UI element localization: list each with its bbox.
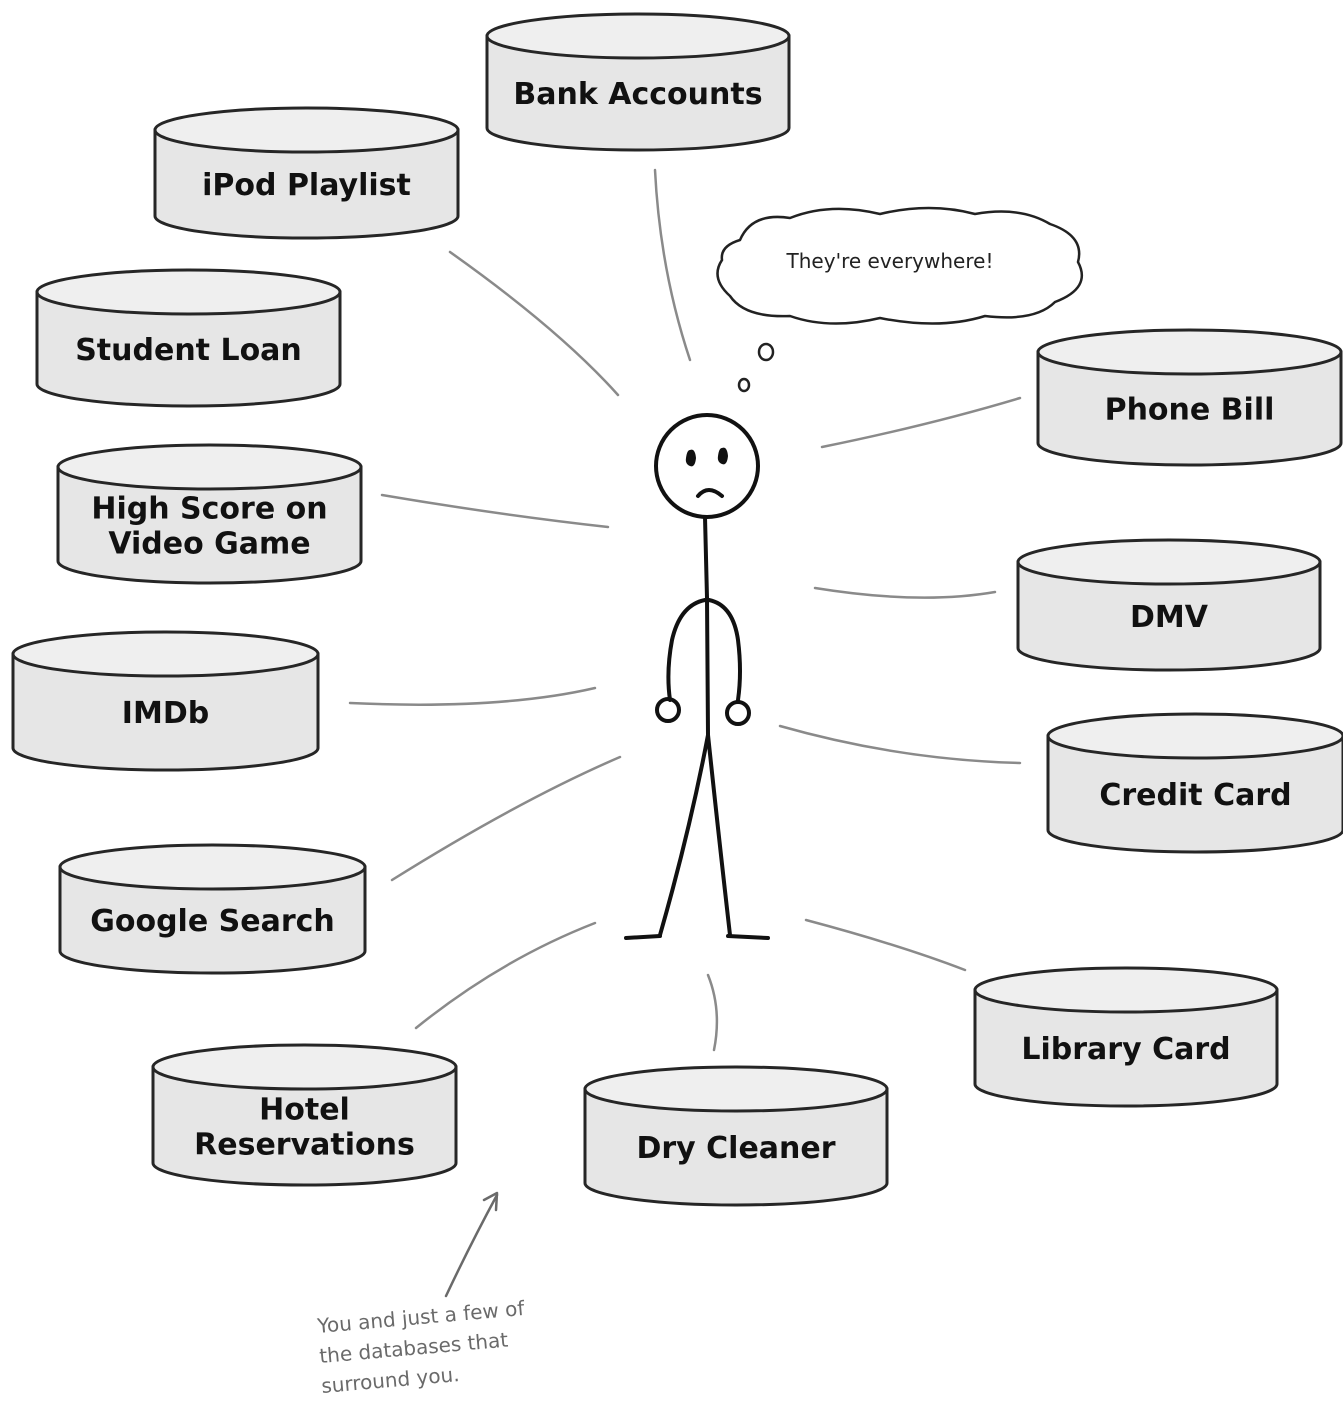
- annotation-note: You and just a few of the databases that…: [315, 1191, 526, 1398]
- figure-leg-left: [658, 733, 710, 937]
- database-top: [485, 12, 791, 60]
- thought-dot-small: [737, 377, 751, 393]
- figure-head: [654, 413, 760, 519]
- connector-high-score: [380, 493, 610, 529]
- thought-bubble: They're everywhere!: [716, 206, 1084, 393]
- database-top: [153, 106, 460, 154]
- thought-dot-large: [757, 342, 775, 362]
- figure-leg-right: [706, 733, 732, 937]
- connector-credit-card: [778, 724, 1022, 765]
- connector-google-search: [390, 755, 622, 882]
- database-label: Dry Cleaner: [636, 1131, 835, 1166]
- database-label: Credit Card: [1099, 778, 1291, 813]
- figure-hand-right: [725, 700, 751, 726]
- database-top: [151, 1043, 458, 1091]
- connector-hotel-reservations: [414, 921, 597, 1030]
- database-body: [11, 652, 320, 772]
- database-label: Reservations: [194, 1128, 415, 1163]
- database-label: Student Loan: [75, 333, 302, 368]
- database-bank-accounts: Bank Accounts: [485, 12, 791, 152]
- connector-ipod-playlist: [448, 250, 620, 397]
- database-top: [1046, 712, 1343, 760]
- figure-foot-left: [624, 934, 662, 940]
- database-label: iPod Playlist: [202, 168, 411, 203]
- figure-eye-right: [717, 447, 728, 465]
- figure-arm-right: [707, 598, 742, 702]
- database-label: Phone Bill: [1105, 393, 1275, 428]
- database-body: [58, 865, 367, 975]
- stick-figure: [624, 413, 770, 940]
- database-credit-card: Credit Card: [1046, 712, 1343, 854]
- thought-text: They're everywhere!: [786, 249, 994, 273]
- connector-lines: [348, 168, 1022, 1052]
- annotation-arrowhead: [482, 1191, 499, 1212]
- database-body: [56, 465, 363, 585]
- annotation-line-3: surround you.: [320, 1362, 460, 1398]
- database-dry-cleaner: Dry Cleaner: [583, 1065, 889, 1207]
- database-body: [151, 1065, 458, 1187]
- database-label: High Score on: [91, 492, 327, 527]
- database-label: DMV: [1130, 600, 1209, 635]
- database-imdb: IMDb: [11, 630, 320, 772]
- connector-bank-accounts: [653, 168, 692, 362]
- connector-phone-bill: [820, 396, 1022, 449]
- connector-dmv: [813, 586, 997, 599]
- database-body: [973, 988, 1279, 1108]
- database-label: Library Card: [1021, 1032, 1230, 1067]
- database-body: [1036, 350, 1343, 467]
- database-google-search: Google Search: [58, 843, 367, 975]
- database-body: [485, 34, 791, 152]
- database-top: [58, 843, 367, 891]
- figure-hand-left: [655, 697, 681, 723]
- database-top: [583, 1065, 889, 1113]
- database-body: [153, 128, 460, 240]
- database-top: [11, 630, 320, 678]
- database-body: [35, 290, 342, 408]
- figure-arm-left: [666, 598, 707, 702]
- database-library-card: Library Card: [973, 966, 1279, 1108]
- database-top: [973, 966, 1279, 1014]
- database-top: [1036, 328, 1343, 376]
- figure-torso: [705, 596, 710, 737]
- database-label: Hotel: [259, 1093, 350, 1128]
- database-body: [1016, 560, 1322, 672]
- figure-body: [703, 515, 709, 600]
- database-ipod-playlist: iPod Playlist: [153, 106, 460, 240]
- database-body: [1046, 734, 1343, 854]
- database-label: IMDb: [122, 696, 209, 731]
- database-phone-bill: Phone Bill: [1036, 328, 1343, 467]
- database-body: [583, 1087, 889, 1207]
- database-dmv: DMV: [1016, 538, 1322, 672]
- database-label: Google Search: [90, 904, 335, 939]
- figure-foot-right: [726, 934, 770, 940]
- database-top: [35, 268, 342, 316]
- figure-eye-left: [685, 449, 696, 467]
- annotation-arrow: [444, 1193, 499, 1298]
- database-student-loan: Student Loan: [35, 268, 342, 408]
- database-label: Video Game: [108, 527, 310, 562]
- connector-library-card: [804, 918, 967, 972]
- database-label: Bank Accounts: [513, 77, 762, 112]
- connector-imdb: [348, 686, 597, 706]
- database-top: [1016, 538, 1322, 586]
- database-top: [56, 443, 363, 491]
- connector-dry-cleaner: [706, 973, 719, 1052]
- figure-mouth: [696, 488, 724, 498]
- thought-cloud: [716, 206, 1084, 325]
